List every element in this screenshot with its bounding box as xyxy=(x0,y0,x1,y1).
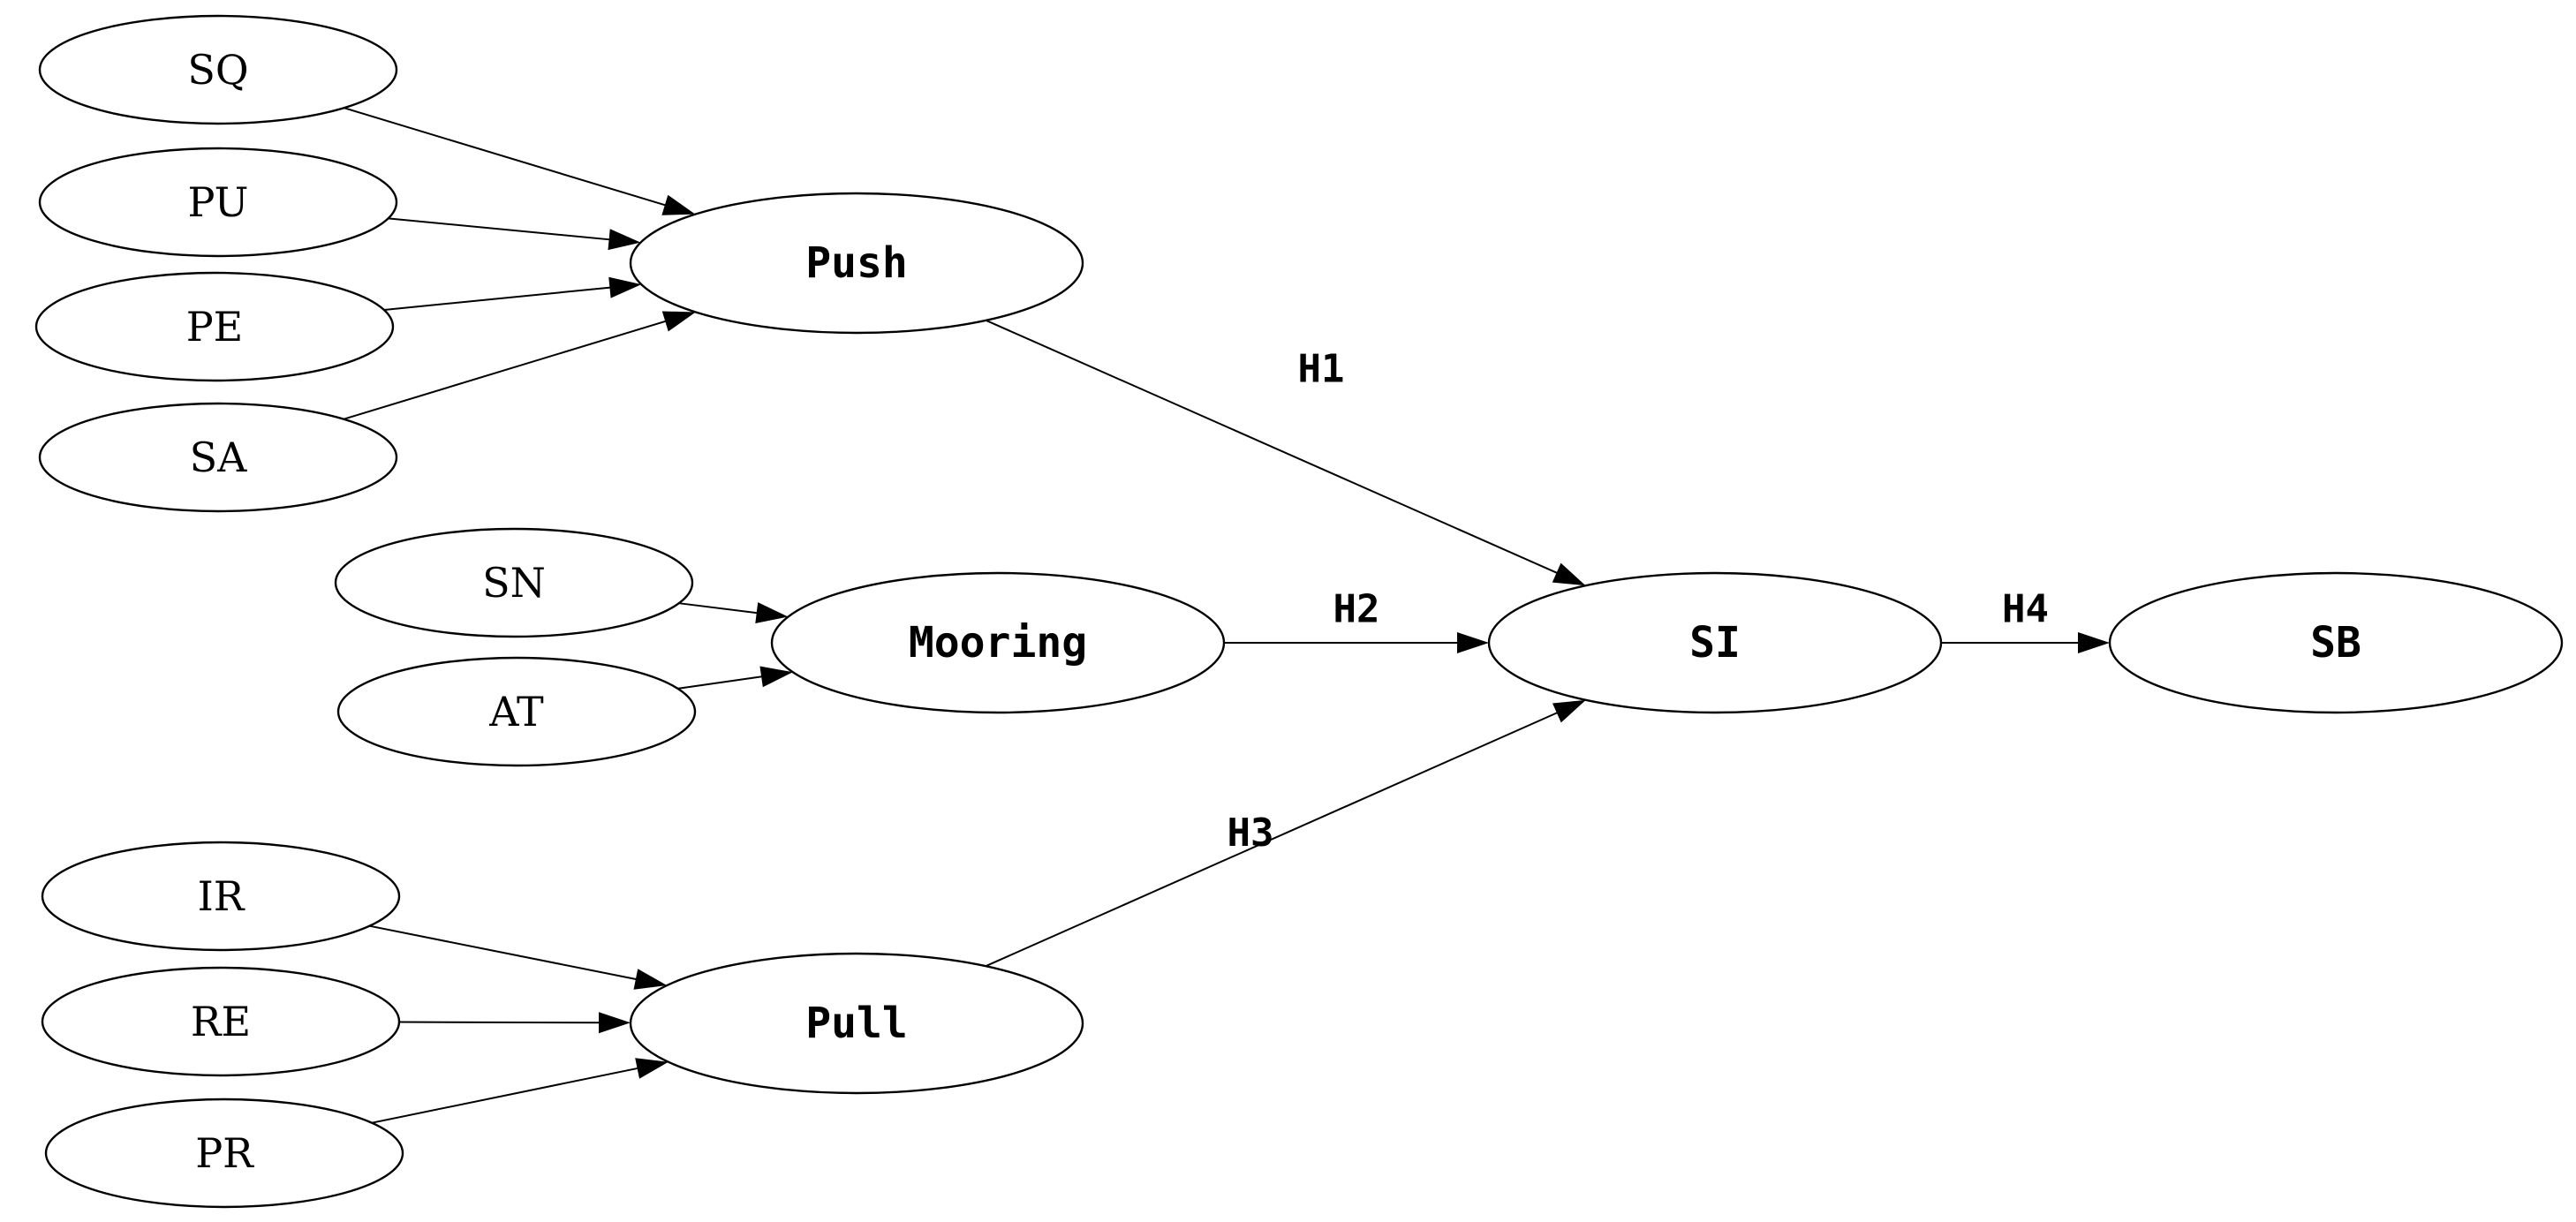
node-label: SI xyxy=(1689,618,1741,668)
arrowhead-icon xyxy=(1457,632,1489,653)
node-label: SA xyxy=(190,434,248,481)
node-ir: IR xyxy=(41,841,401,952)
node-label: PE xyxy=(186,303,244,351)
edge-sq-to-push xyxy=(344,107,696,215)
node-pull: Pull xyxy=(629,952,1084,1095)
node-ellipse xyxy=(38,14,398,125)
node-ellipse xyxy=(770,571,1226,714)
node-label: RE xyxy=(191,998,251,1045)
node-label: PR xyxy=(195,1129,254,1177)
arrowhead-icon xyxy=(1552,699,1586,723)
arrowhead-icon xyxy=(598,1012,631,1034)
node-label: Pull xyxy=(805,999,908,1048)
node-label: AT xyxy=(488,688,544,735)
node-ellipse xyxy=(629,192,1084,335)
edge-line xyxy=(985,710,1562,968)
edge-line xyxy=(678,602,762,615)
edge-label-h1: H1 xyxy=(1298,347,1345,392)
node-label: SQ xyxy=(187,46,248,94)
node-ellipse xyxy=(2108,571,2564,714)
node-ellipse xyxy=(1487,571,1943,714)
node-label: SN xyxy=(482,559,546,607)
node-label: Mooring xyxy=(909,618,1087,668)
arrowhead-icon xyxy=(759,666,793,688)
node-label: IR xyxy=(198,872,246,920)
node-re: RE xyxy=(41,966,401,1077)
node-pe: PE xyxy=(34,271,395,382)
arrowhead-icon xyxy=(635,1058,669,1079)
arrowhead-icon xyxy=(633,969,668,990)
node-ellipse xyxy=(336,656,697,767)
edge-sn-to-mooring xyxy=(678,602,789,624)
edge-si-to-sb xyxy=(1941,632,2110,653)
arrowhead-icon xyxy=(755,602,789,624)
arrowhead-icon xyxy=(608,276,642,298)
edge-line xyxy=(369,924,641,982)
edge-line xyxy=(388,217,615,241)
edge-ir-to-pull xyxy=(369,924,668,990)
edge-sa-to-push xyxy=(343,311,696,420)
node-label: Push xyxy=(805,238,908,288)
node-label: PU xyxy=(188,178,249,226)
edge-line xyxy=(343,319,671,420)
node-pr: PR xyxy=(44,1098,404,1209)
edge-line xyxy=(371,1066,643,1124)
edge-mooring-to-si xyxy=(1224,632,1489,653)
edge-pu-to-push xyxy=(388,217,641,251)
arrowhead-icon xyxy=(608,229,641,251)
node-mooring: Mooring xyxy=(770,571,1226,714)
node-sn: SN xyxy=(334,527,694,638)
node-push: Push xyxy=(629,192,1084,335)
arrowhead-icon xyxy=(1552,562,1586,586)
edge-line xyxy=(986,319,1562,576)
edge-label-h2: H2 xyxy=(1333,587,1380,632)
arrowhead-icon xyxy=(661,311,696,332)
edge-label-h3: H3 xyxy=(1228,811,1274,856)
node-ellipse xyxy=(44,1098,404,1209)
node-ellipse xyxy=(38,402,398,513)
node-ellipse xyxy=(334,527,694,638)
edge-line xyxy=(344,107,670,207)
edge-label-h4: H4 xyxy=(2002,587,2049,632)
arrowhead-icon xyxy=(661,194,696,215)
edge-at-to-mooring xyxy=(677,666,793,690)
edge-re-to-pull xyxy=(398,1012,631,1034)
edge-line xyxy=(398,1021,605,1024)
node-sq: SQ xyxy=(38,14,398,125)
node-sb: SB xyxy=(2108,571,2564,714)
node-at: AT xyxy=(336,656,697,767)
node-label: SB xyxy=(2310,618,2361,668)
node-pu: PU xyxy=(38,147,398,258)
edge-line xyxy=(383,286,616,311)
edge-line xyxy=(677,675,767,690)
node-ellipse xyxy=(41,841,401,952)
node-ellipse xyxy=(38,147,398,258)
node-sa: SA xyxy=(38,402,398,513)
edge-pull-to-si xyxy=(985,699,1586,968)
edges-layer xyxy=(343,107,2110,1124)
edge-pr-to-pull xyxy=(371,1058,669,1124)
node-ellipse xyxy=(34,271,395,382)
node-ellipse xyxy=(629,952,1084,1095)
node-si: SI xyxy=(1487,571,1943,714)
edge-push-to-si xyxy=(986,319,1586,586)
node-ellipse xyxy=(41,966,401,1077)
edge-pe-to-push xyxy=(383,276,642,311)
arrowhead-icon xyxy=(2078,632,2110,653)
